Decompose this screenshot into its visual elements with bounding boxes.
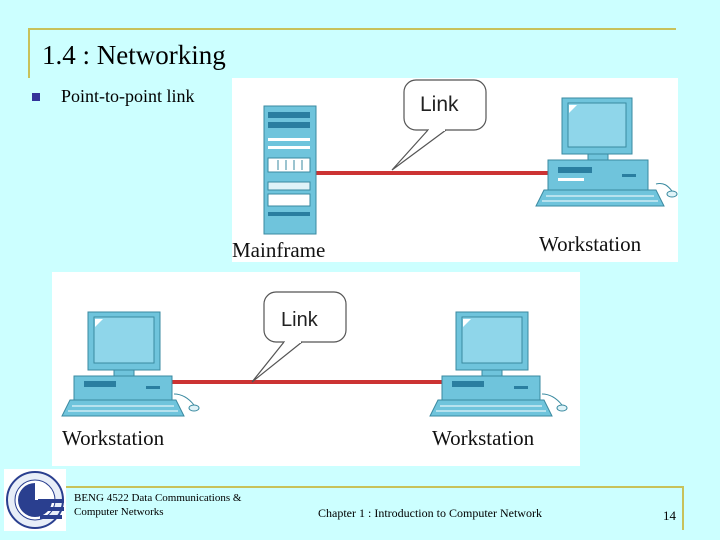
footer-course: BENG 4522 Data Communications & Computer… (74, 491, 241, 519)
university-seal-logo (4, 469, 66, 531)
footer-course-line1: BENG 4522 Data Communications & (74, 492, 242, 504)
workstation-icon (61, 311, 200, 417)
workstation-label: Workstation (62, 426, 165, 450)
frame-left-line (28, 28, 30, 78)
frame-bottom-line (60, 486, 684, 488)
workstation-label: Workstation (539, 232, 642, 256)
footer-chapter: Chapter 1 : Introduction to Computer Net… (318, 506, 542, 520)
link-label: Link (420, 93, 459, 116)
point-to-point-diagram-workstations: Link Workstation Workstation (52, 272, 580, 466)
point-to-point-diagram-mainframe: Link Mainframe Workstation (232, 78, 678, 262)
slide-title: 1.4 : Networking (42, 40, 226, 70)
page-number: 14 (663, 508, 676, 523)
link-callout-bubble (251, 291, 347, 383)
square-bullet-icon (32, 93, 40, 101)
mainframe-label: Mainframe (232, 238, 326, 262)
link-line (316, 171, 578, 175)
frame-right-line (682, 486, 684, 530)
bullet-text: Point-to-point link (61, 86, 195, 106)
mainframe-icon (263, 105, 317, 235)
workstation-label: Workstation (432, 426, 535, 450)
workstation-icon (535, 97, 678, 207)
workstation-icon (429, 311, 568, 417)
link-callout-bubble (391, 79, 487, 171)
link-label: Link (281, 309, 318, 331)
link-line (168, 380, 446, 384)
footer-course-line2: Computer Networks (74, 506, 164, 518)
frame-top-line (28, 28, 676, 30)
